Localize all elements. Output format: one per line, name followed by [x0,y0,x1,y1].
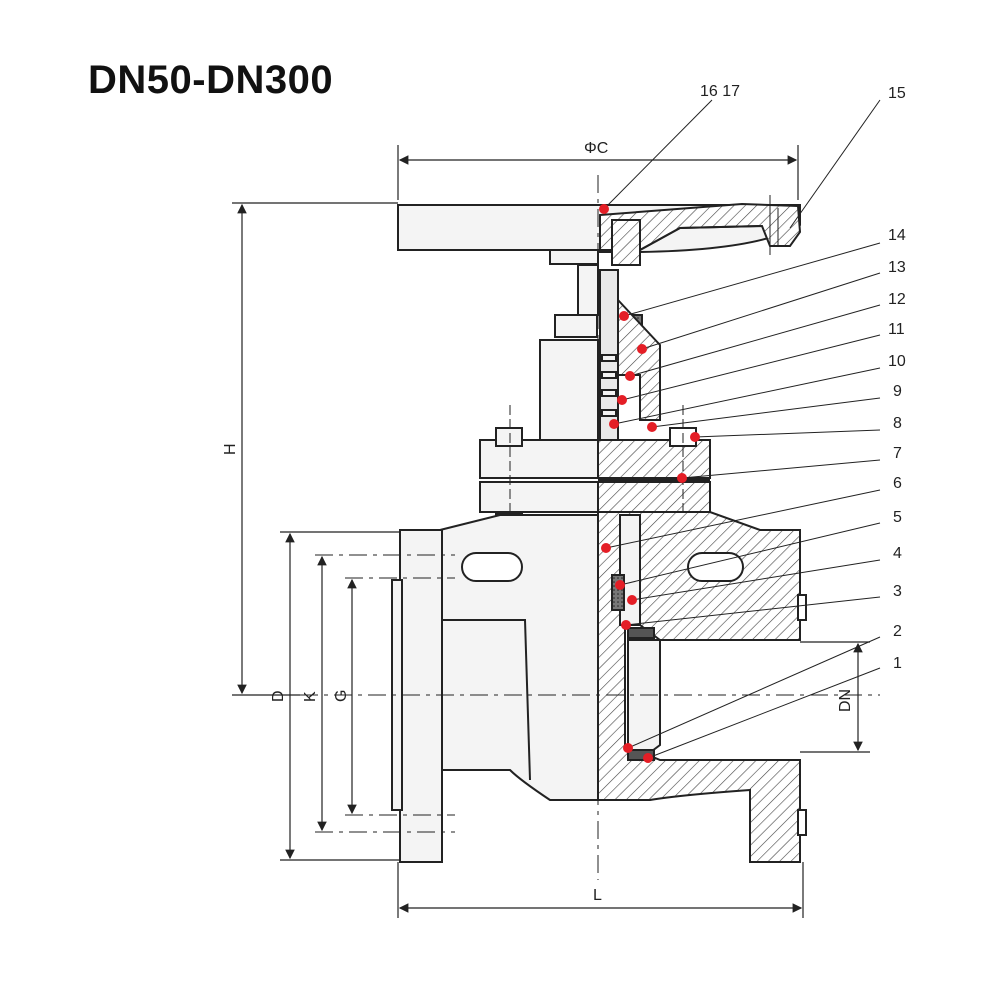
part-markers [599,204,700,763]
callout-9: 9 [893,383,902,400]
marker-3 [621,620,631,630]
marker-16-17 [599,204,609,214]
marker-7 [677,473,687,483]
center-lines [300,175,880,880]
dim-label-d: D [270,690,287,702]
valve-body-right [597,511,807,863]
dimension-lines [232,145,870,918]
marker-9 [647,422,657,432]
callout-12: 12 [888,291,906,308]
dim-label-phi-c: ΦC [584,140,608,157]
dim-label-g: G [333,690,350,702]
callout-2: 2 [893,623,902,640]
callout-10: 10 [888,353,906,370]
callout-7: 7 [893,445,902,462]
handwheel [397,195,802,266]
marker-5 [615,580,625,590]
valve-body-left [391,514,599,863]
callout-1: 1 [893,655,902,672]
callout-14: 14 [888,227,906,244]
dim-label-l: L [593,887,602,904]
callout-3: 3 [893,583,902,600]
marker-1 [643,753,653,763]
marker-13 [637,344,647,354]
marker-11 [617,395,627,405]
dim-label-k: K [302,691,319,702]
marker-6 [601,543,611,553]
marker-4 [627,595,637,605]
callout-16-17: 16 17 [700,83,740,100]
dim-label-dn: DN [837,689,854,712]
callout-8: 8 [893,415,902,432]
callout-6: 6 [893,475,902,492]
callout-5: 5 [893,509,902,526]
marker-2 [623,743,633,753]
stem-assembly [539,264,661,441]
marker-14 [619,311,629,321]
callout-15: 15 [888,85,906,102]
callout-4: 4 [893,545,902,562]
dim-label-h: H [222,443,239,455]
marker-12 [625,371,635,381]
marker-8 [690,432,700,442]
leader-lines [603,99,881,759]
marker-10 [609,419,619,429]
page-title: DN50-DN300 [88,58,334,102]
callout-13: 13 [888,259,906,276]
callout-11: 11 [888,321,905,338]
